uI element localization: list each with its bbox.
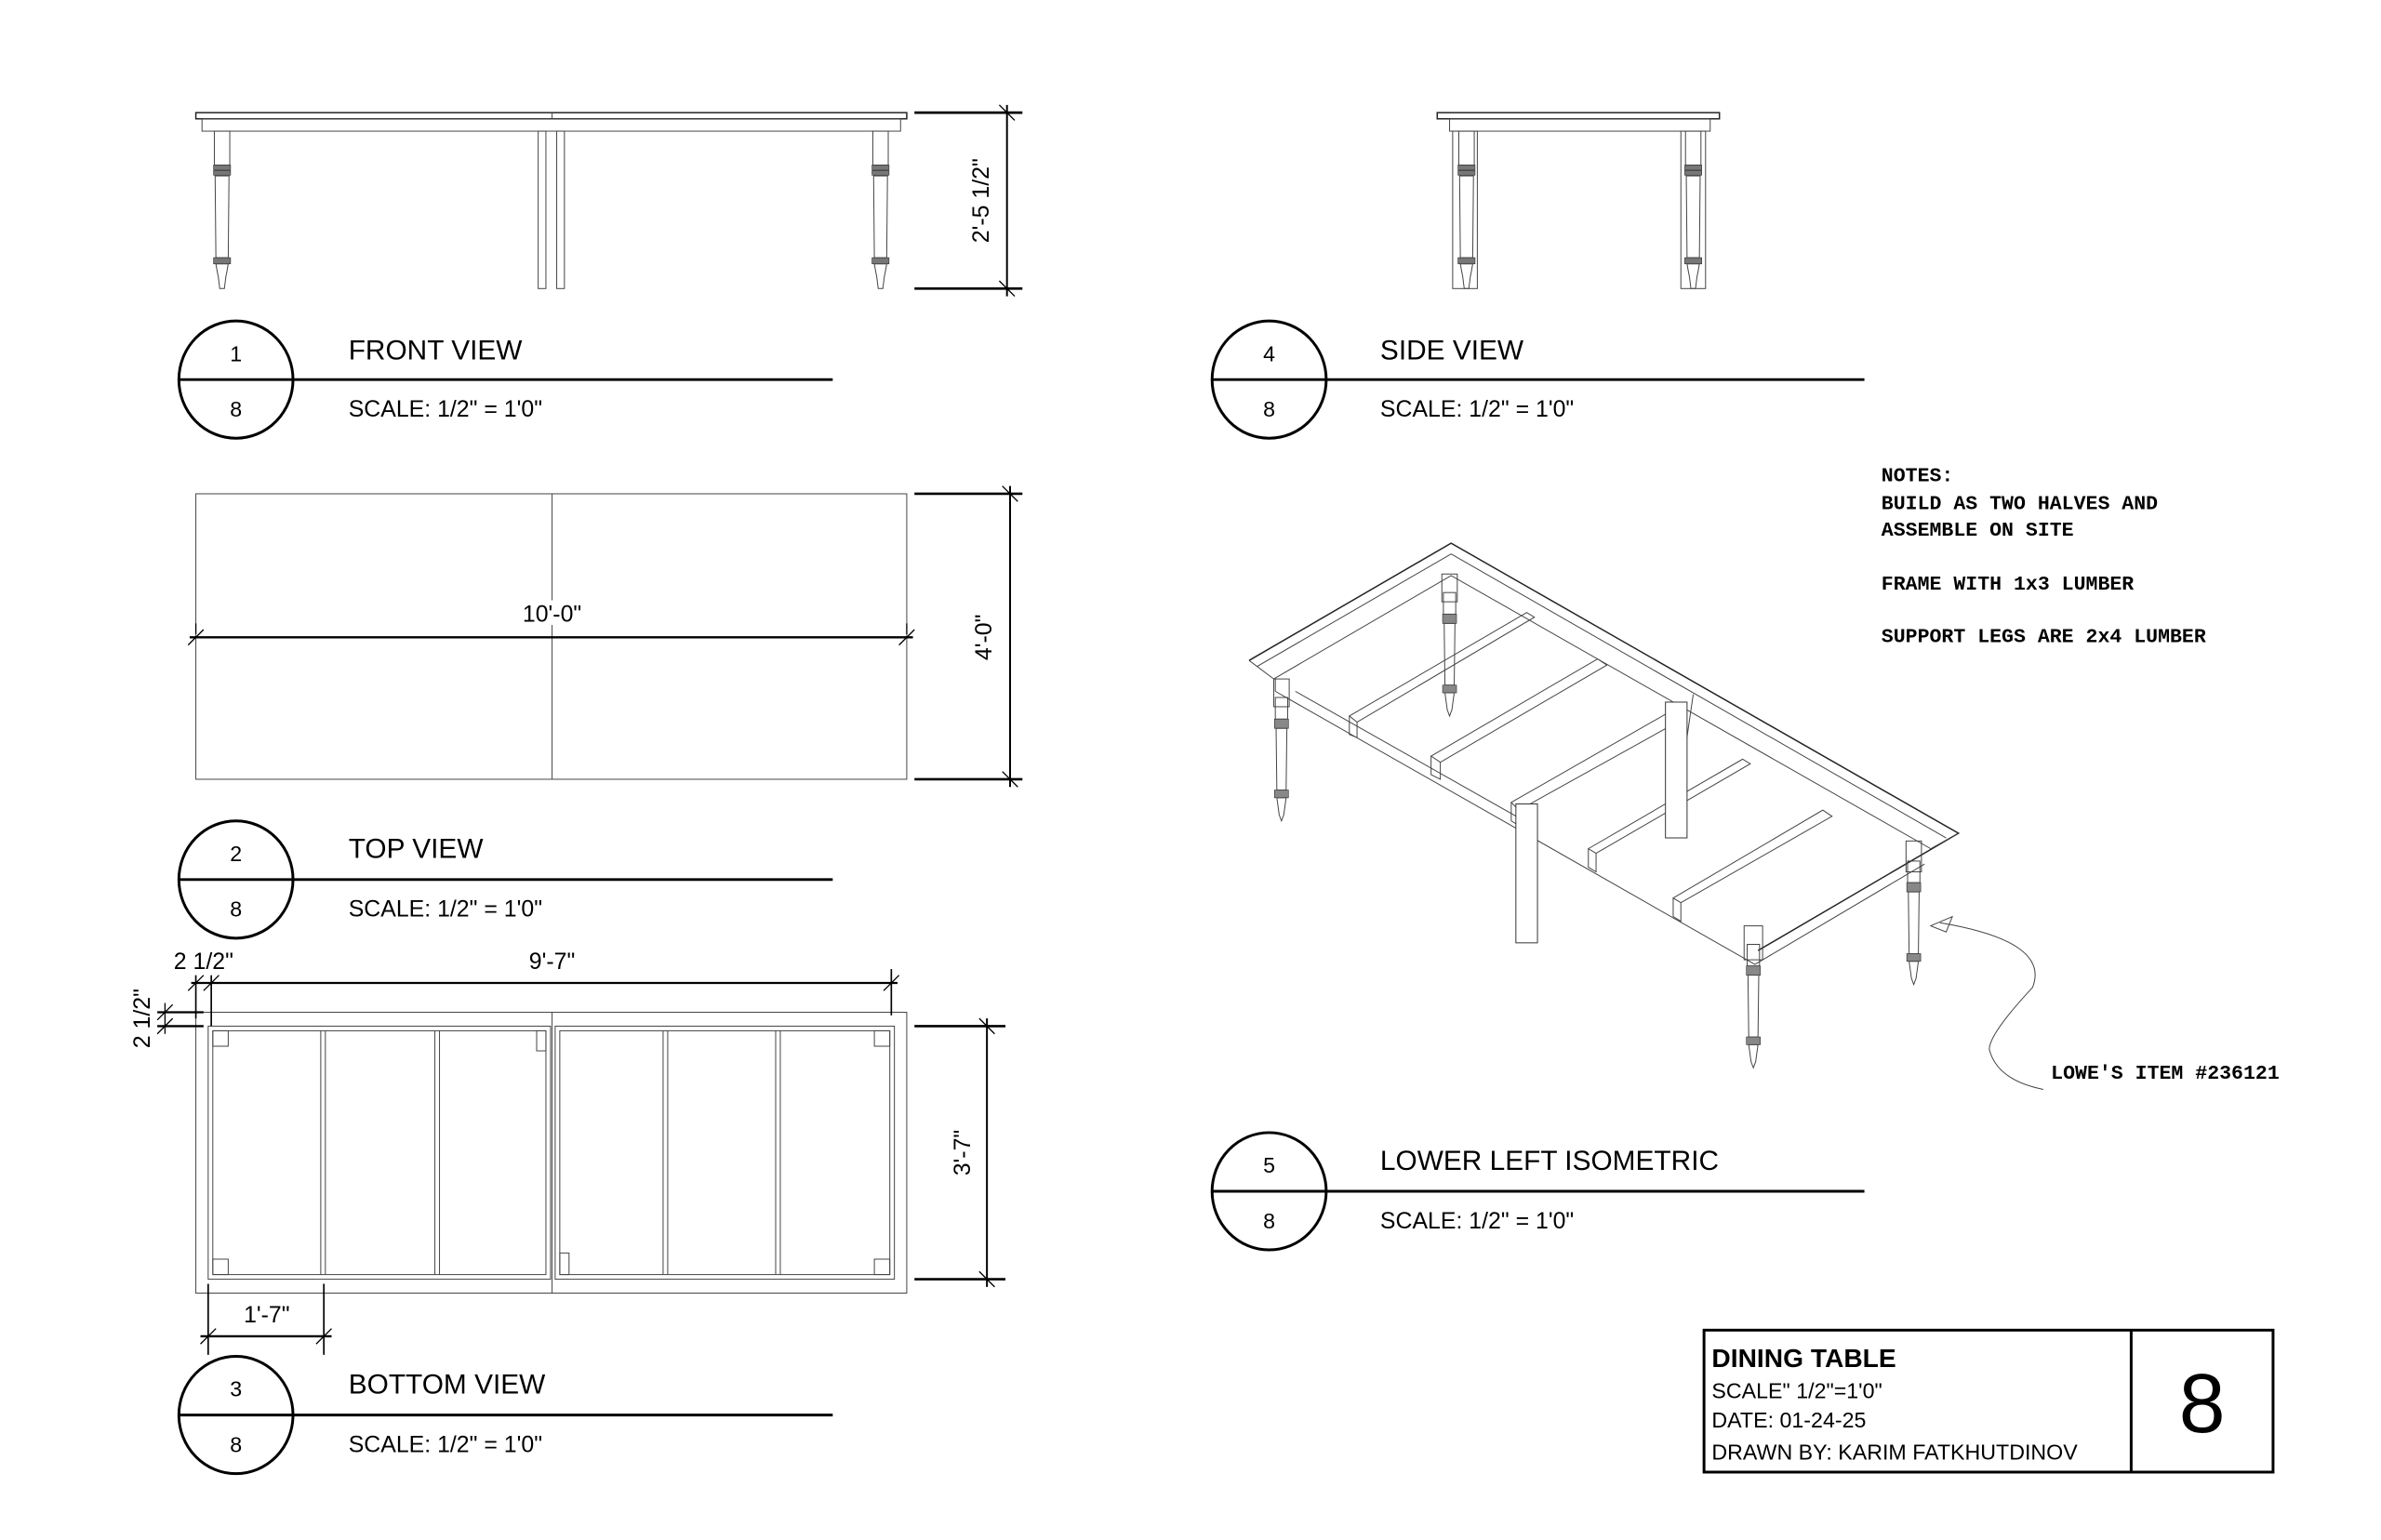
view-label-side: 4 8 SIDE VIEW SCALE: 1/2" = 1'0" — [1210, 319, 1865, 440]
view-label-front: 1 8 FRONT VIEW SCALE: 1/2" = 1'0" — [177, 319, 833, 440]
front-height-label: 2'-5 1/2" — [968, 158, 994, 243]
bottom-bay-label: 1'-7" — [244, 1302, 290, 1328]
view-scale: SCALE: 1/2" = 1'0" — [349, 396, 542, 422]
top-length-dimension: 10'-0" — [187, 600, 915, 646]
view-title: BOTTOM VIEW — [349, 1369, 546, 1400]
view-number: 1 — [230, 341, 242, 365]
view-number: 3 — [230, 1377, 242, 1401]
sheet-number: 8 — [1263, 1209, 1275, 1233]
bottom-dimensions: 9'-7" 2 1/2" 2 1/2" 3'-7" 1'-7" — [129, 949, 1006, 1355]
note-line: BUILD AS TWO HALVES AND — [1882, 494, 2158, 516]
sheet-number: 8 — [1263, 397, 1275, 421]
title-block-sheet-number: 8 — [2179, 1357, 2226, 1450]
sheet-number: 8 — [230, 897, 242, 922]
note-line: ASSEMBLE ON SITE — [1882, 520, 2074, 542]
bottom-width-label: 3'-7" — [950, 1130, 976, 1176]
top-width-dimension: 4'-0" — [914, 485, 1023, 788]
bottom-length-label: 9'-7" — [529, 949, 576, 975]
isometric-drawing — [1248, 542, 1961, 1069]
bottom-inset-x-label: 2 1/2" — [174, 949, 233, 975]
top-width-label: 4'-0" — [971, 615, 997, 661]
view-title: LOWER LEFT ISOMETRIC — [1380, 1146, 1719, 1176]
view-scale: SCALE: 1/2" = 1'0" — [349, 1431, 542, 1457]
side-view-drawing — [1436, 112, 1721, 289]
note-line: FRAME WITH 1x3 LUMBER — [1882, 574, 2134, 596]
title-block-scale: SCALE" 1/2"=1'0" — [1711, 1378, 1882, 1402]
view-title: TOP VIEW — [349, 834, 485, 865]
sheet-number: 8 — [230, 1432, 242, 1456]
callout-arrow — [1929, 915, 2043, 1090]
view-title: SIDE VIEW — [1380, 336, 1524, 366]
view-number: 2 — [230, 842, 242, 866]
top-length-label: 10'-0" — [523, 602, 581, 628]
notes: NOTES: BUILD AS TWO HALVES AND ASSEMBLE … — [1882, 466, 2206, 649]
view-label-top: 2 8 TOP VIEW SCALE: 1/2" = 1'0" — [177, 819, 833, 940]
lowes-item-callout: LOWE'S ITEM #236121 — [2051, 1063, 2280, 1085]
sheet-number: 8 — [230, 397, 242, 421]
title-block-title: DINING TABLE — [1711, 1343, 1895, 1373]
view-scale: SCALE: 1/2" = 1'0" — [1380, 396, 1574, 422]
title-block: DINING TABLE SCALE" 1/2"=1'0" DATE: 01-2… — [1702, 1328, 2275, 1474]
bottom-view-drawing — [195, 1012, 908, 1294]
note-line: SUPPORT LEGS ARE 2x4 LUMBER — [1882, 626, 2206, 648]
view-label-bottom: 3 8 BOTTOM VIEW SCALE: 1/2" = 1'0" — [177, 1355, 833, 1476]
view-label-isometric: 5 8 LOWER LEFT ISOMETRIC SCALE: 1/2" = 1… — [1210, 1131, 1865, 1252]
title-block-date: DATE: 01-24-25 — [1711, 1408, 1866, 1432]
view-number: 4 — [1263, 341, 1275, 365]
view-number: 5 — [1263, 1153, 1275, 1177]
front-view-drawing — [194, 112, 908, 289]
view-scale: SCALE: 1/2" = 1'0" — [349, 896, 542, 923]
bottom-inset-y-label: 2 1/2" — [129, 989, 155, 1048]
title-block-drawn-by: DRAWN BY: KARIM FATKHUTDINOV — [1711, 1440, 2078, 1465]
view-title: FRONT VIEW — [349, 336, 524, 366]
notes-heading: NOTES: — [1882, 466, 1954, 488]
view-scale: SCALE: 1/2" = 1'0" — [1380, 1208, 1574, 1234]
front-height-dimension: 2'-5 1/2" — [914, 104, 1023, 298]
